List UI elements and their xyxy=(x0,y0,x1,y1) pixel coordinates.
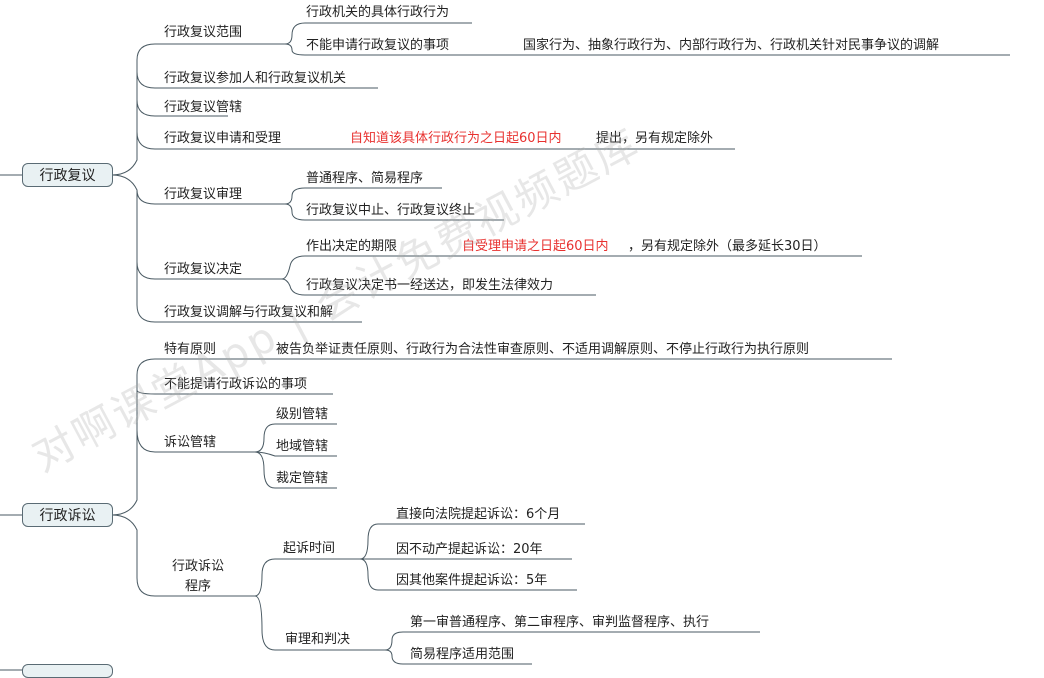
connector xyxy=(136,71,378,89)
node-territorial-jurisdiction[interactable]: 地域管辖 xyxy=(276,439,329,454)
node-decision-effect[interactable]: 行政复议决定书一经送达，即发生法律效力 xyxy=(306,278,554,293)
connector xyxy=(281,278,596,296)
connector xyxy=(136,262,362,323)
root-node-admin-review[interactable]: 行政复议 xyxy=(22,163,113,187)
node-trial-judgment[interactable]: 审理和判决 xyxy=(285,632,351,647)
node-participants[interactable]: 行政复议参加人和行政复议机关 xyxy=(164,71,347,86)
connector xyxy=(136,131,735,150)
node-application[interactable]: 行政复议申请和受理 xyxy=(164,131,282,146)
node-review-jurisdiction[interactable]: 行政复议管辖 xyxy=(164,100,243,115)
node-level-jurisdiction[interactable]: 级别管辖 xyxy=(276,407,329,422)
connector xyxy=(284,187,442,205)
connector xyxy=(111,514,255,597)
node-excluded-acts[interactable]: 国家行为、抽象行政行为、内部行政行为、行政机关针对民事争议的调解 xyxy=(523,38,940,53)
connector xyxy=(254,595,385,651)
node-application-deadline[interactable]: 自知道该具体行政行为之日起60日内 xyxy=(350,131,562,146)
node-review-trial[interactable]: 行政复议审理 xyxy=(164,187,243,202)
node-simple-procedure-scope[interactable]: 简易程序适用范围 xyxy=(410,647,515,662)
connector xyxy=(136,389,333,395)
node-trial-procedures[interactable]: 普通程序、简易程序 xyxy=(306,171,424,186)
connector xyxy=(284,22,472,45)
node-decision-time-limit[interactable]: 作出决定的期限 xyxy=(306,239,398,254)
node-filing-real-estate[interactable]: 因不动产提起诉讼：20年 xyxy=(396,542,543,557)
node-litigation-procedure[interactable]: 行政诉讼 程序 xyxy=(166,557,230,597)
connector xyxy=(284,203,504,221)
connector xyxy=(254,423,337,453)
connector xyxy=(384,649,532,665)
node-filing-direct[interactable]: 直接向法院提起诉讼：6个月 xyxy=(396,507,561,522)
root-node-partial[interactable] xyxy=(22,664,113,678)
node-trial-suspension[interactable]: 行政复议中止、行政复议终止 xyxy=(306,203,476,218)
node-review-scope[interactable]: 行政复议范围 xyxy=(164,25,243,40)
node-filing-other[interactable]: 因其他案件提起诉讼：5年 xyxy=(396,573,548,588)
node-decision-deadline[interactable]: 自受理申请之日起60日内 xyxy=(462,239,609,254)
connector xyxy=(254,558,360,597)
root-node-admin-litigation[interactable]: 行政诉讼 xyxy=(22,503,113,527)
node-application-note: 提出，另有规定除外 xyxy=(596,131,714,146)
connector xyxy=(284,43,1010,56)
node-principles-detail[interactable]: 被告负举证责任原则、行政行为合法性审查原则、不适用调解原则、不停止行政行为执行原… xyxy=(276,342,810,357)
node-trial-stages[interactable]: 第一审普通程序、第二审程序、审判监督程序、执行 xyxy=(410,615,710,630)
node-principles[interactable]: 特有原则 xyxy=(164,342,217,357)
connector xyxy=(136,429,255,453)
node-ruled-jurisdiction[interactable]: 裁定管辖 xyxy=(276,471,329,486)
connector xyxy=(359,523,585,560)
connector xyxy=(359,558,577,591)
connector xyxy=(136,99,228,117)
connector xyxy=(111,358,892,516)
connector xyxy=(254,451,337,489)
connector xyxy=(384,631,760,651)
node-filing-time[interactable]: 起诉时间 xyxy=(283,541,336,556)
node-specific-admin-acts[interactable]: 行政机关的具体行政行为 xyxy=(306,5,450,20)
node-litigation-procedure-line2: 程序 xyxy=(184,579,211,594)
node-litigation-excluded[interactable]: 不能提请行政诉讼的事项 xyxy=(164,377,308,392)
node-mediation[interactable]: 行政复议调解与行政复议和解 xyxy=(164,305,334,320)
node-litigation-jurisdiction[interactable]: 诉讼管辖 xyxy=(164,435,217,450)
node-review-decision[interactable]: 行政复议决定 xyxy=(164,262,243,277)
connector xyxy=(281,255,862,280)
node-cannot-apply[interactable]: 不能申请行政复议的事项 xyxy=(306,38,450,53)
node-decision-note: ，另有规定除外（最多延长30日） xyxy=(628,239,827,254)
connector xyxy=(111,43,285,176)
node-litigation-procedure-line1: 行政诉讼 xyxy=(171,559,224,574)
